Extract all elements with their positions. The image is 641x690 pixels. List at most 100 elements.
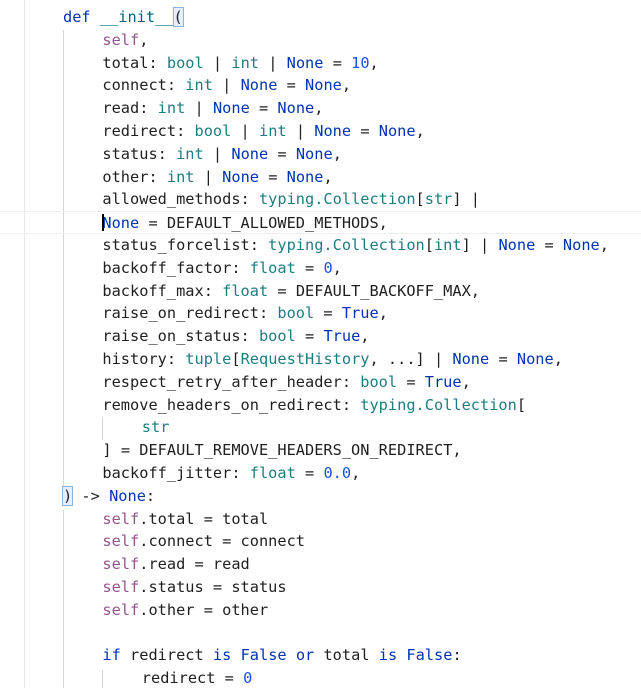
code-token: typing.Collection [258, 190, 416, 209]
code-token: None [498, 236, 536, 254]
code-token: = [489, 350, 517, 368]
code-line-content: connect: int | None = None, [102, 74, 351, 97]
code-token: : [148, 53, 167, 72]
code-token: = [295, 464, 324, 482]
code-line[interactable]: def __init__( [0, 6, 641, 29]
code-token: __init__ [99, 8, 174, 26]
code-token: : [166, 350, 186, 368]
code-token: [ [424, 236, 434, 254]
code-token: int [157, 99, 186, 118]
code-token [91, 8, 100, 26]
code-line[interactable]: self.connect = connect [0, 530, 641, 553]
code-line-content: ] = DEFAULT_REMOVE_HEADERS_ON_REDIRECT, [102, 439, 461, 462]
code-token: 0 [243, 669, 253, 688]
code-line[interactable]: status_forcelist: typing.Collection[int]… [0, 234, 641, 257]
code-line[interactable]: allowed_methods: typing.Collection[str] … [0, 188, 641, 211]
code-line[interactable]: self.status = status [0, 576, 641, 599]
code-line-content: self, [102, 29, 148, 52]
code-line[interactable]: redirect: bool | int | None = None, [0, 120, 641, 143]
code-token: history [102, 350, 167, 368]
code-token: int [176, 144, 204, 163]
code-line[interactable]: read: int | None = None, [0, 97, 641, 120]
code-line[interactable]: other: int | None = None, [0, 166, 641, 189]
code-token: bool [360, 372, 398, 391]
code-token: typing.Collection [360, 395, 517, 414]
code-token: None [222, 167, 259, 186]
code-line[interactable]: self.other = other [0, 599, 641, 622]
code-line[interactable]: backoff_factor: float = 0, [0, 257, 641, 280]
code-token: = DEFAULT_ALLOWED_METHODS, [139, 214, 388, 233]
code-line-content: total: bool | int | None = 10, [102, 52, 378, 75]
code-line-content: redirect: bool | int | None = None, [102, 120, 424, 143]
code-token: self [102, 30, 140, 49]
code-line-content: raise_on_status: bool = True, [102, 325, 369, 348]
code-line[interactable]: backoff_jitter: float = 0.0, [0, 462, 641, 485]
code-token: : [203, 281, 223, 300]
code-line-content: remove_headers_on_redirect: typing.Colle… [102, 394, 526, 417]
code-line-content: status: int | None = None, [102, 143, 342, 166]
code-line[interactable]: ] = DEFAULT_REMOVE_HEADERS_ON_REDIRECT, [0, 439, 641, 462]
code-token: | [203, 53, 232, 72]
code-line[interactable]: total: bool | int | None = 10, [0, 52, 641, 75]
code-line-content: history: tuple[RequestHistory, ...] | No… [102, 348, 563, 371]
code-line-content: None = DEFAULT_ALLOWED_METHODS, [102, 212, 388, 235]
code-token: : [240, 327, 259, 346]
code-line[interactable]: raise_on_redirect: bool = True, [0, 302, 641, 325]
code-line[interactable]: redirect = 0 [0, 667, 641, 690]
code-token: total [314, 646, 379, 665]
code-token: , [323, 167, 333, 186]
code-token: float [222, 281, 269, 300]
code-token: if [102, 646, 121, 665]
code-line[interactable]: backoff_max: float = DEFAULT_BACKOFF_MAX… [0, 280, 641, 303]
code-token: respect_retry_after_header [102, 372, 342, 391]
code-line[interactable]: self.read = read [0, 553, 641, 576]
code-line[interactable]: connect: int | None = None, [0, 74, 641, 97]
code-token: : [240, 190, 259, 209]
code-token: float [249, 258, 296, 277]
code-token: bool [258, 327, 296, 346]
code-line[interactable]: self.total = total [0, 508, 641, 531]
code-line[interactable]: ) -> None: [0, 485, 641, 508]
code-line[interactable]: history: tuple[RequestHistory, ...] | No… [0, 348, 641, 371]
code-token: [ [415, 190, 425, 209]
code-token: : [157, 144, 177, 163]
code-line[interactable]: str [0, 416, 641, 439]
code-line[interactable]: remove_headers_on_redirect: typing.Colle… [0, 394, 641, 417]
code-token: or [295, 646, 315, 665]
code-token: None [314, 122, 352, 140]
code-line-content: status_forcelist: typing.Collection[int]… [102, 234, 609, 257]
code-token: bool [277, 304, 315, 323]
code-token: [ [516, 395, 527, 414]
code-token: backoff_jitter [102, 464, 232, 482]
code-token: None [240, 76, 278, 95]
code-line[interactable]: raise_on_status: bool = True, [0, 325, 641, 348]
code-token: self [102, 509, 140, 528]
code-token: , [378, 304, 388, 323]
code-token: , [415, 122, 425, 140]
code-token: status_forcelist [102, 236, 250, 254]
code-token: ( [172, 7, 184, 27]
code-token: : [452, 646, 462, 665]
code-token: = [323, 53, 352, 72]
indent-guide [63, 30, 64, 486]
code-token: : [231, 258, 250, 277]
code-line[interactable]: self, [0, 29, 641, 52]
code-token: raise_on_redirect [102, 304, 259, 323]
code-line[interactable]: status: int | None = None, [0, 143, 641, 166]
code-token: str [424, 190, 453, 209]
code-line[interactable]: if redirect is False or total is False: [0, 644, 641, 667]
editor-gutter-divider [24, 0, 25, 688]
code-token: , [139, 30, 149, 49]
code-line-content: self.status = status [102, 576, 286, 599]
code-token: .connect = connect [139, 532, 306, 551]
code-line-content: self.read = read [102, 553, 249, 576]
code-token: redirect [102, 122, 177, 140]
code-token: None [102, 214, 140, 233]
code-line[interactable]: respect_retry_after_header: bool = True, [0, 371, 641, 394]
code-line[interactable]: None = DEFAULT_ALLOWED_METHODS, [0, 211, 641, 234]
code-line-content: str [142, 416, 170, 439]
code-token: | [194, 167, 223, 186]
code-line[interactable] [0, 622, 641, 645]
code-line-content: self.total = total [102, 508, 268, 531]
code-token: , [553, 350, 563, 368]
